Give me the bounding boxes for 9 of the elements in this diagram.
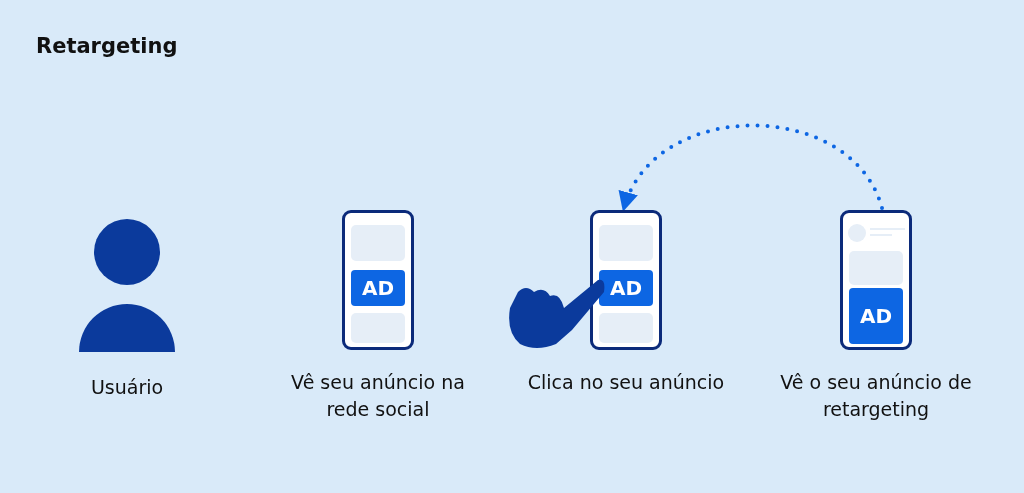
ad-banner: AD [849, 288, 903, 344]
step-caption: Vê seu anúncio na rede social [290, 370, 466, 422]
diagram-title: Retargeting [36, 34, 178, 58]
ad-banner: AD [599, 270, 653, 306]
step-caption: Vê o seu anúncio de retargeting [779, 370, 973, 422]
dotted-arrow [621, 123, 884, 212]
step-caption: Clica no seu anúncio [526, 370, 726, 395]
ad-banner: AD [351, 270, 405, 306]
step-caption: Usuário [89, 375, 165, 400]
